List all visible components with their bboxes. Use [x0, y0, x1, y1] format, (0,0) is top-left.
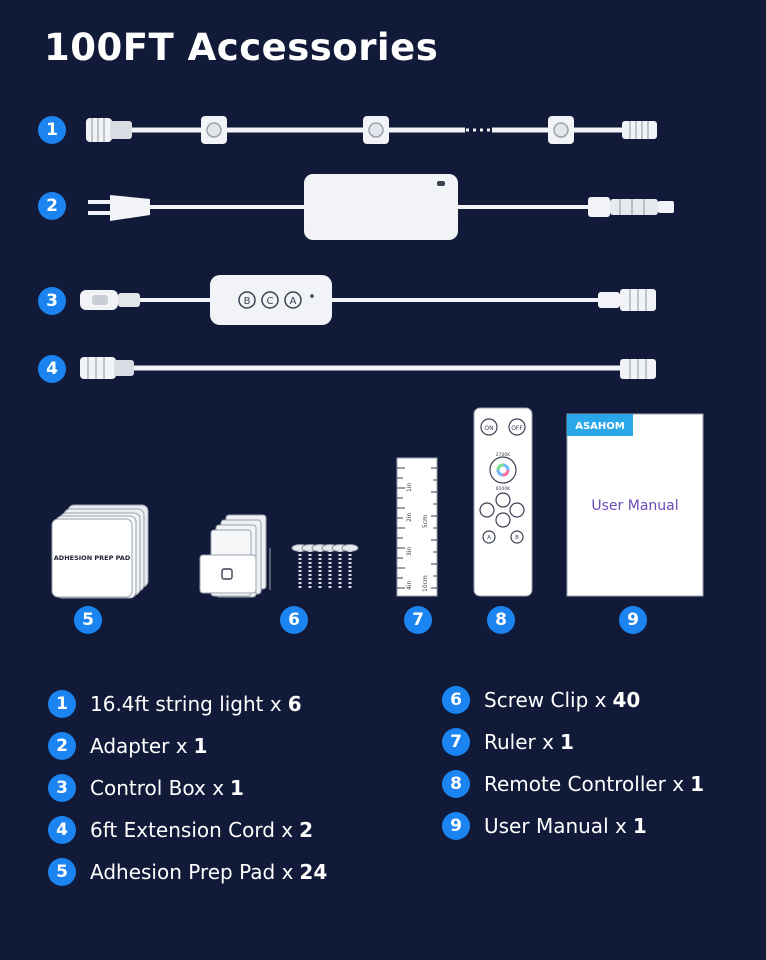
ruler-icon: 1in 2in 3in 4in 5cm 10cm — [396, 457, 438, 597]
item-number-badge: 6 — [280, 606, 308, 634]
legend-item-label: 6ft Extension Cord x — [90, 818, 294, 842]
string-light-icon — [86, 116, 657, 144]
item-number-badge: 3 — [38, 287, 66, 315]
legend-item-quantity: 1 — [559, 730, 574, 754]
legend-item-quantity: 1 — [690, 772, 705, 796]
legend-number-badge: 1 — [48, 690, 76, 718]
item-number-badge: 2 — [38, 192, 66, 220]
screw-clip-icon — [199, 514, 359, 598]
remote-b-label: B — [515, 535, 519, 541]
legend-item-label: User Manual x — [484, 814, 627, 838]
ruler-cm-label: 5cm — [422, 515, 429, 528]
remote-a-label: A — [487, 535, 491, 541]
legend-item-label: 16.4ft string light x — [90, 692, 282, 716]
remote-off-label: OFF — [511, 425, 523, 432]
legend-item-label: Screw Clip x — [484, 688, 607, 712]
item-number-badge: 8 — [487, 606, 515, 634]
ruler-mark-label: 3in — [406, 547, 413, 556]
legend-item-quantity: 1 — [193, 734, 208, 758]
manual-brand-label: ASAHOM — [575, 421, 625, 432]
legend-item-quantity: 40 — [612, 688, 641, 712]
ruler-cm-label: 10cm — [422, 575, 429, 592]
ruler-mark-label: 1in — [406, 483, 413, 492]
legend-item-quantity: 2 — [299, 818, 314, 842]
remote-warm-label: 2700K — [496, 452, 511, 458]
control-box-icon: B C A — [80, 275, 656, 325]
legend-item-quantity: 6 — [287, 692, 302, 716]
extension-cord-icon — [80, 357, 656, 379]
remote-controller-icon: ON OFF 2700K 6500K A B — [473, 407, 533, 597]
legend-item-label: Adhesion Prep Pad x — [90, 860, 294, 884]
remote-on-label: ON — [484, 425, 493, 432]
adhesion-prep-pad-icon: ADHESION PREP PAD — [51, 504, 149, 599]
control-button-b-label: B — [244, 296, 251, 307]
ruler-mark-label: 2in — [406, 513, 413, 522]
prep-pad-label: ADHESION PREP PAD — [54, 554, 131, 562]
user-manual-icon: ASAHOM User Manual — [566, 413, 704, 597]
legend-item-label: Control Box x — [90, 776, 225, 800]
ruler-mark-label: 4in — [406, 581, 413, 590]
legend-item-label: Adapter x — [90, 734, 188, 758]
legend-number-badge: 3 — [48, 774, 76, 802]
legend-number-badge: 7 — [442, 728, 470, 756]
legend-item-quantity: 1 — [632, 814, 647, 838]
control-button-a-label: A — [290, 296, 297, 307]
legend-item-quantity: 24 — [299, 860, 328, 884]
item-number-badge: 4 — [38, 355, 66, 383]
legend-number-badge: 8 — [442, 770, 470, 798]
adapter-icon — [88, 174, 674, 240]
legend-item-label: Ruler x — [484, 730, 554, 754]
legend-item-quantity: 1 — [230, 776, 244, 800]
legend-number-badge: 4 — [48, 816, 76, 844]
legend-number-badge: 5 — [48, 858, 76, 886]
item-number-badge: 9 — [619, 606, 647, 634]
legend-number-badge: 9 — [442, 812, 470, 840]
remote-cool-label: 6500K — [496, 486, 511, 492]
item-number-badge: 1 — [38, 116, 66, 144]
item-number-badge: 5 — [74, 606, 102, 634]
accessories-illustration: B C A ADHESION PREP PAD — [51, 116, 704, 599]
control-button-c-label: C — [267, 296, 274, 307]
legend-number-badge: 2 — [48, 732, 76, 760]
legend-number-badge: 6 — [442, 686, 470, 714]
page-title: 100FT Accessories — [44, 26, 439, 69]
legend-item-label: Remote Controller x — [484, 772, 685, 796]
manual-title-label: User Manual — [591, 498, 678, 514]
item-number-badge: 7 — [404, 606, 432, 634]
